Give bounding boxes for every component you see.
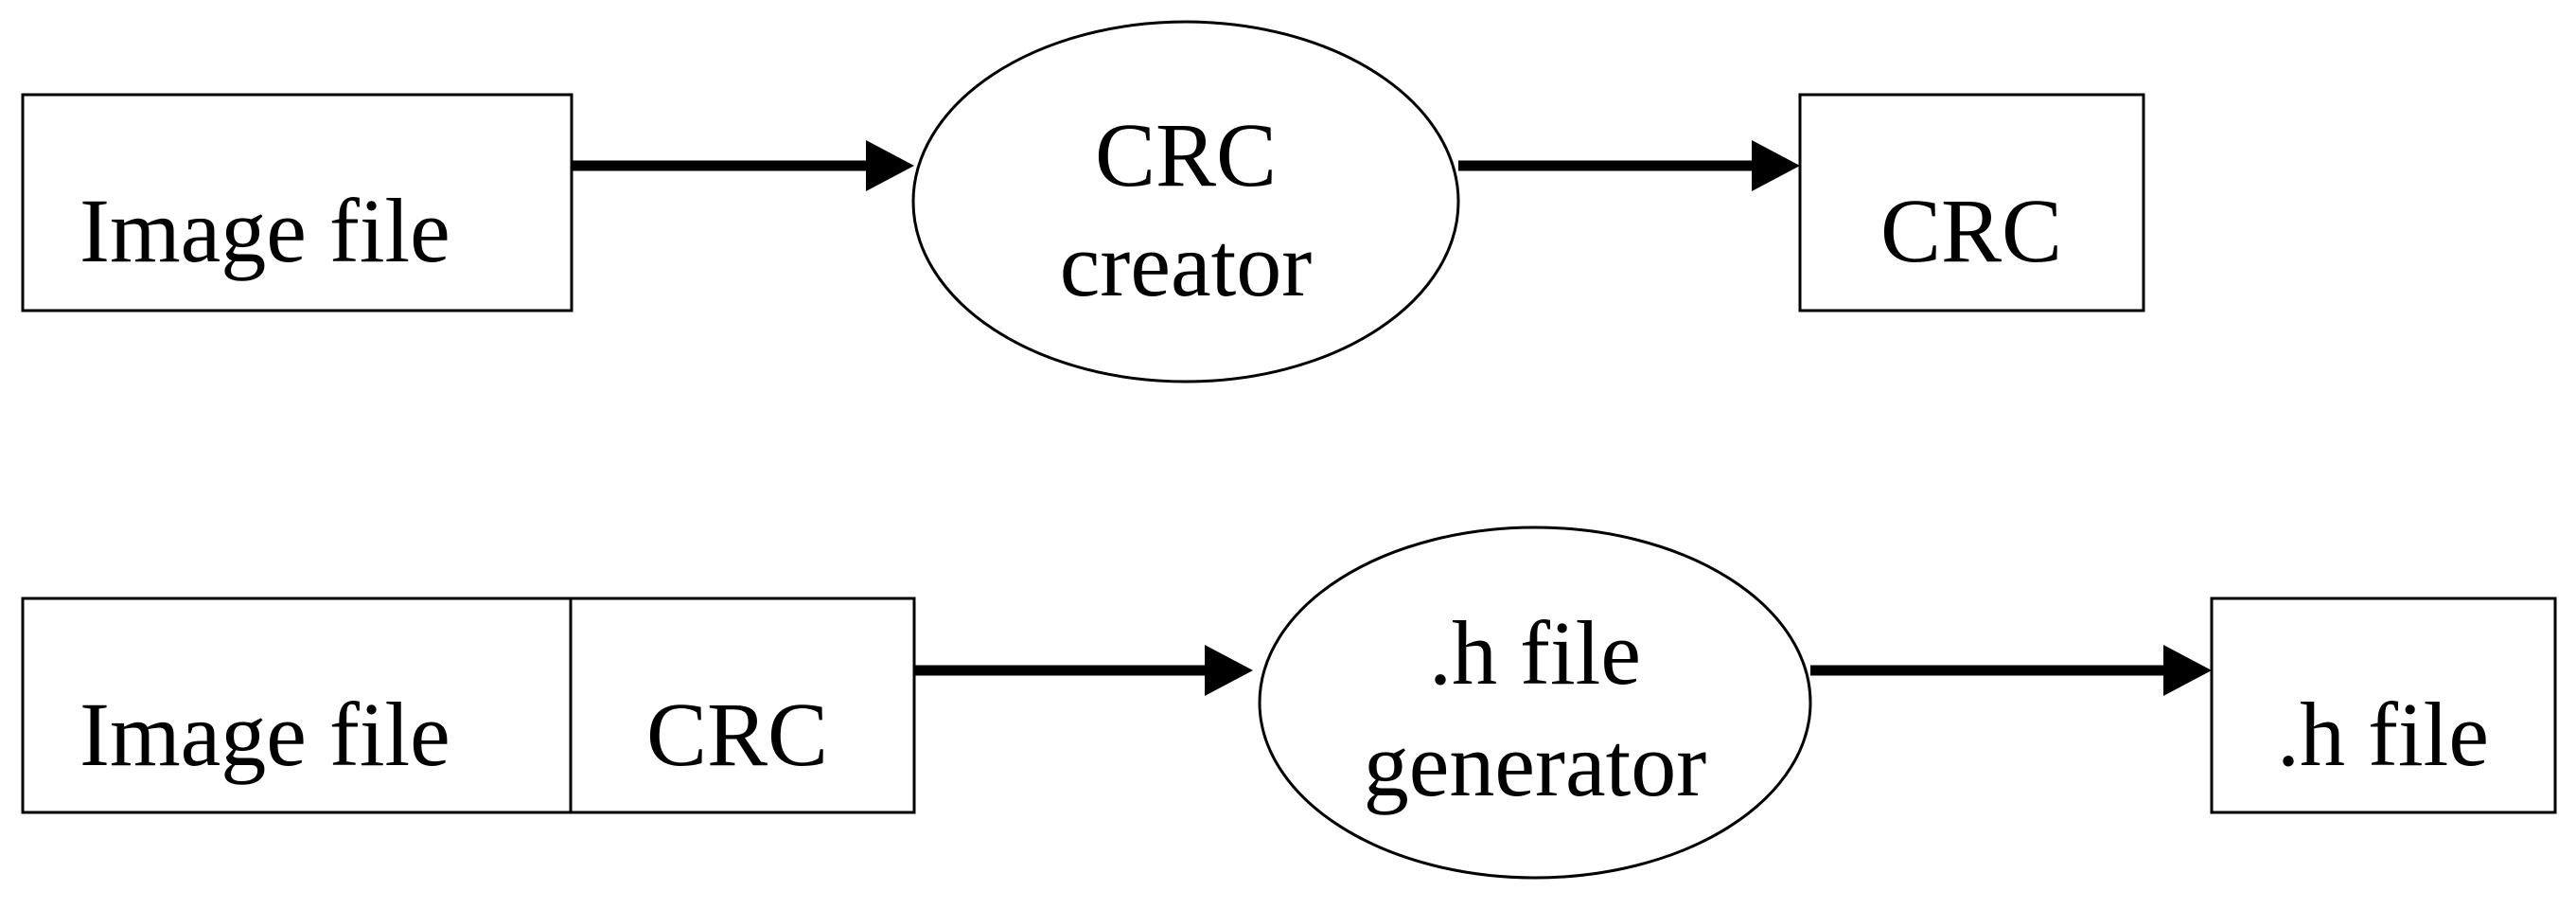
row-1: Image file CRC creator CRC	[21, 20, 2145, 383]
crc-creator-label-line1: CRC	[1095, 104, 1277, 205]
image-file-segment-label: Image file	[79, 684, 450, 785]
arrow-crc-creator-to-crc	[1458, 140, 1800, 191]
image-file-box-label: Image file	[79, 180, 450, 281]
image-file-box	[21, 93, 573, 312]
crc-creator-label-line2: creator	[1060, 214, 1312, 315]
crc-creator-process	[911, 20, 1460, 383]
row-2: Image file CRC .h file generator .h file	[21, 526, 2557, 880]
crc-output-box-label: CRC	[1880, 180, 2062, 281]
arrow-combined-to-h-generator	[914, 645, 1253, 696]
arrow-h-generator-to-h-file	[1810, 645, 2212, 696]
crc-output-box	[1798, 93, 2145, 312]
h-file-generator-label-line2: generator	[1364, 714, 1706, 815]
h-file-generator-label-line1: .h file	[1429, 602, 1641, 704]
h-file-output-box	[2210, 597, 2557, 814]
arrow-image-to-crc-creator	[572, 140, 914, 191]
h-file-generator-process	[1258, 526, 1812, 880]
h-file-output-box-label: .h file	[2277, 684, 2489, 785]
crc-segment-label: CRC	[646, 684, 828, 785]
image-file-crc-box	[21, 597, 916, 814]
